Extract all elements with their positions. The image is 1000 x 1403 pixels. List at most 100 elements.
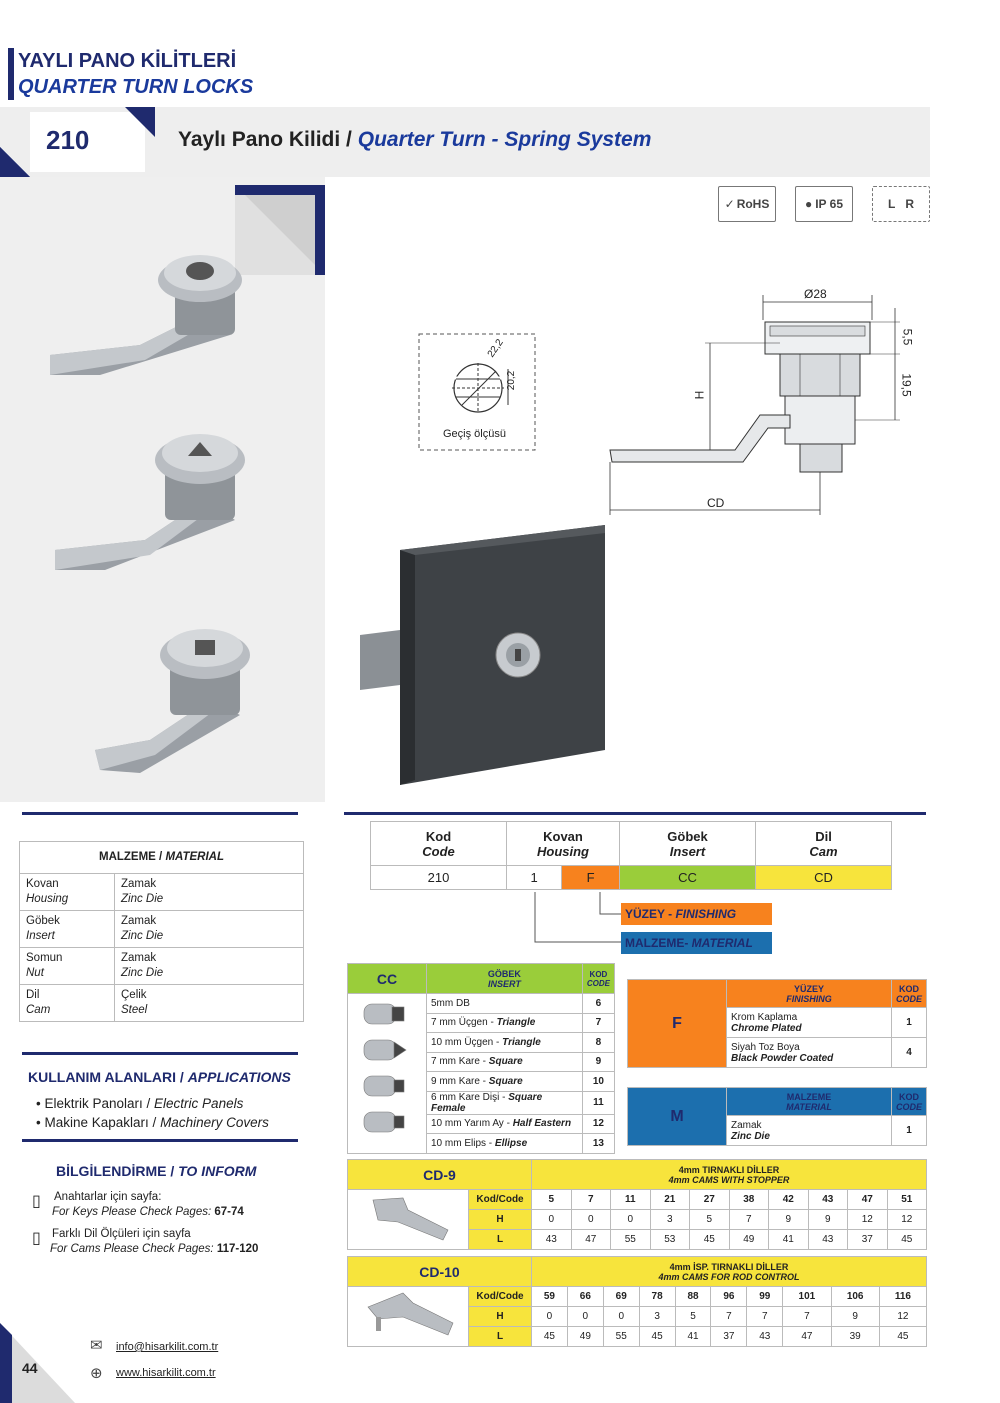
globe-icon: ⊕: [90, 1365, 103, 1382]
cutout-flat-label: 20,2: [506, 370, 518, 391]
table-row: 5mm DB 6: [347, 993, 616, 1154]
email-icon: ✉: [90, 1337, 103, 1354]
cd-label: CD: [707, 496, 725, 510]
water-drop-icon: ●: [804, 197, 813, 211]
order-divider: [344, 812, 926, 815]
document-icon: ▯: [32, 1230, 41, 1247]
material-legend: MALZEME- MATERIAL: [621, 932, 772, 954]
insert-desc: 5mm DB: [426, 993, 583, 1014]
order-value-finishing: F: [561, 865, 620, 890]
rohs-badge: ✓RoHS: [718, 186, 776, 222]
material-header: MALZEME / MATERIAL: [19, 841, 304, 874]
material-divider: [22, 812, 298, 815]
ip65-badge: ●IP 65: [795, 186, 853, 222]
cutout-diagram: [418, 333, 536, 451]
order-connector-lines: [534, 892, 622, 943]
lock-image-1: [50, 255, 242, 375]
diameter-label: Ø28: [804, 287, 827, 301]
panel-corner-decoration: [235, 185, 325, 275]
band-corner-decoration: [0, 107, 155, 177]
finishing-label: F: [627, 979, 727, 1068]
web-link[interactable]: www.hisarkilit.com.tr: [116, 1367, 216, 1379]
page-corner-decoration: [0, 1323, 75, 1403]
insert-code: 6: [581, 993, 616, 1014]
product-title-en: Quarter Turn - Spring System: [357, 128, 652, 151]
product-title-tr: Yaylı Pano Kilidi /: [178, 128, 352, 151]
page-title-tr: YAYLI PANO KİLİTLERİ: [18, 50, 237, 72]
finishing-legend: YÜZEY - FINISHING: [621, 903, 772, 925]
cd9-label: CD-9: [347, 1159, 532, 1190]
technical-drawing: [609, 295, 900, 515]
applications-divider: [22, 1052, 298, 1055]
h-label: H: [692, 390, 707, 400]
lock-image-2: [55, 434, 245, 570]
inform-title: BİLGİLENDİRME / TO INFORM: [56, 1163, 257, 1179]
product-code: 210: [46, 125, 90, 155]
inform-item-cams: ▯ Farklı Dil Ölçüleri için sayfa For Cam…: [32, 1228, 259, 1255]
insert-images: [347, 993, 427, 1154]
order-value-code: 210: [370, 865, 507, 890]
product-title: Yaylı Pano Kilidi / Quarter Turn - Sprin…: [178, 128, 651, 152]
page-title-en: QUARTER TURN LOCKS: [18, 76, 254, 98]
panel-mount-image: [360, 525, 605, 785]
material-code-label: M: [627, 1087, 727, 1146]
page-number: 44: [22, 1360, 38, 1376]
order-value-insert: CC: [619, 865, 756, 890]
head-height-label: 5,5: [900, 328, 915, 346]
order-value-housing: 1: [505, 865, 563, 890]
insert-label: CC: [347, 963, 427, 994]
lock-image-3: [95, 629, 250, 773]
cd10-label: CD-10: [347, 1256, 532, 1287]
body-height-label: 19,5: [899, 373, 914, 397]
document-icon: ▯: [32, 1193, 41, 1210]
inform-item-keys: ▯ Anahtarlar için sayfa: For Keys Please…: [32, 1191, 244, 1218]
list-item: • Makine Kapakları / Machinery Covers: [36, 1115, 269, 1130]
email-link[interactable]: info@hisarkilit.com.tr: [116, 1341, 219, 1353]
cd10-image: [347, 1286, 469, 1347]
order-value-cam: CD: [755, 865, 892, 890]
applications-title: KULLANIM ALANLARI / APPLICATIONS: [28, 1069, 291, 1085]
applications-list: • Elektrik Panoları / Electric Panels • …: [36, 1094, 269, 1132]
inform-divider: [22, 1139, 298, 1142]
cd9-image: [347, 1189, 469, 1250]
check-icon: ✓: [724, 197, 735, 211]
header-accent-bar: [8, 48, 14, 100]
cutout-caption: Geçiş ölçüsü: [443, 428, 506, 440]
